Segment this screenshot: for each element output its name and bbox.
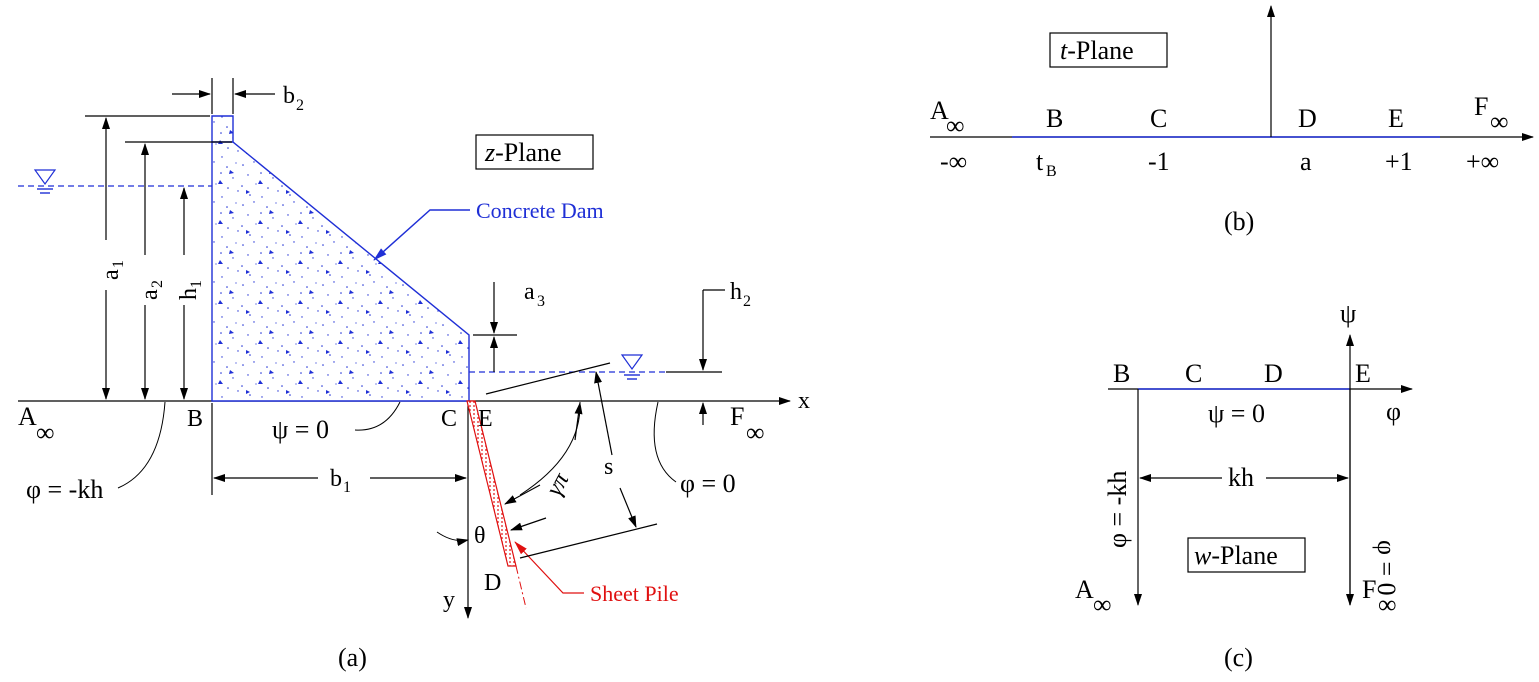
b2-sub: 2	[296, 97, 304, 114]
t-value-tb-sub: B	[1046, 163, 1057, 180]
svg-text:2: 2	[149, 280, 166, 288]
w-point-e: E	[1355, 359, 1371, 388]
phi-axis-label: φ	[1386, 397, 1401, 426]
headwater-marker-icon	[33, 169, 57, 194]
b1-sub: 1	[343, 479, 351, 496]
svg-text:φ = 0: φ = 0	[1372, 540, 1401, 596]
point-b: B	[187, 406, 203, 432]
t-value-pos-one: +1	[1385, 147, 1413, 176]
h2-sub: 2	[743, 293, 751, 310]
z-plane-box	[475, 134, 594, 170]
t-point-c: C	[1150, 104, 1167, 133]
t-value-neg-one: -1	[1148, 147, 1170, 176]
concrete-dam-leader	[373, 209, 470, 261]
t-point-d: D	[1298, 104, 1317, 133]
t-plane-box	[1049, 32, 1168, 68]
a2-label: a 2	[137, 280, 166, 300]
svg-text:a: a	[137, 289, 163, 300]
point-a-inf-sub: ∞	[36, 418, 55, 447]
t-plane-label: t-Plane	[1060, 36, 1134, 65]
tailwater-marker-icon	[620, 354, 644, 380]
sheet-pile-leader	[514, 541, 584, 594]
w-point-b: B	[1113, 359, 1130, 388]
svg-text:h: h	[176, 288, 202, 300]
t-point-f: F	[1474, 92, 1488, 121]
w-phi-right-label: φ = 0	[1372, 540, 1401, 596]
point-f-inf-sub: ∞	[746, 418, 765, 447]
h1-label: h 1	[176, 280, 205, 300]
s-arrow-up	[594, 371, 613, 456]
x-axis-label: x	[798, 388, 810, 414]
z-plane-label: z-Plane	[484, 138, 562, 167]
t-value-a: a	[1300, 147, 1312, 176]
b1-label: b	[330, 466, 342, 492]
w-phi-left-label: φ = -kh	[1103, 471, 1132, 548]
t-point-b: B	[1046, 104, 1063, 133]
point-d: D	[484, 570, 501, 596]
w-point-f: F	[1362, 575, 1376, 604]
caption-a: (a)	[338, 643, 367, 672]
svg-text:1: 1	[188, 280, 205, 288]
phi-right-label: φ = 0	[680, 469, 736, 498]
panel-a: x y a 1 a	[18, 78, 810, 672]
svg-text:1: 1	[110, 260, 127, 268]
t-value-pos-inf: +∞	[1466, 147, 1499, 176]
psi-zero-leader	[354, 401, 401, 431]
w-point-d: D	[1264, 359, 1283, 388]
concrete-dam-label: Concrete Dam	[476, 198, 604, 223]
t-value-tb: t	[1036, 147, 1044, 176]
w-point-f-sub: ∞	[1378, 590, 1397, 619]
theta-arrow-left	[436, 531, 469, 547]
psi-zero-label: ψ = 0	[272, 415, 329, 444]
t-point-a-sub: ∞	[946, 111, 965, 140]
theta-arrow-right	[510, 517, 547, 531]
gamma-pi-arrow-top	[574, 402, 583, 441]
caption-c: (c)	[1224, 643, 1253, 672]
point-e: E	[478, 406, 493, 432]
point-c: C	[441, 406, 457, 432]
concrete-dam	[211, 115, 470, 402]
point-a-inf: A	[18, 402, 37, 431]
h2-label: h	[730, 279, 742, 305]
t-point-f-sub: ∞	[1490, 107, 1509, 136]
a3-label: a	[524, 279, 535, 305]
sheet-pile-centerline	[515, 565, 527, 609]
t-point-e: E	[1388, 104, 1404, 133]
t-value-neg-inf: -∞	[940, 147, 967, 176]
w-point-a: A	[1075, 575, 1094, 604]
w-psi-zero-label: ψ = 0	[1208, 399, 1265, 428]
b2-label: b	[283, 83, 295, 109]
w-plane-box	[1187, 537, 1306, 573]
kh-label: kh	[1228, 463, 1254, 492]
panel-b: t-Plane A ∞ B C D E F ∞ -∞ t B -1 a +1 +…	[930, 5, 1534, 236]
s-ext-top	[485, 362, 611, 395]
svg-text:a: a	[98, 269, 124, 280]
s-arrow-down	[619, 487, 637, 528]
y-axis-label: y	[443, 587, 455, 613]
a1-label: a 1	[98, 260, 127, 280]
w-plane-label: w-Plane	[1194, 541, 1278, 570]
w-point-c: C	[1185, 359, 1202, 388]
phi-left-label: φ = -kh	[26, 475, 103, 504]
theta-label: θ	[474, 523, 486, 549]
sheet-pile-label: Sheet Pile	[590, 581, 679, 606]
a3-sub: 3	[537, 293, 545, 310]
gamma-pi-label: γπ	[541, 468, 574, 500]
caption-b: (b)	[1224, 207, 1254, 236]
panel-c: ψ φ B C D E ψ = 0 φ = -kh φ = 0 kh w-Pla…	[1075, 299, 1413, 672]
t-point-a: A	[930, 96, 949, 125]
w-point-a-sub: ∞	[1093, 590, 1112, 619]
phi-right-leader	[653, 401, 677, 483]
phi-left-leader	[117, 401, 166, 489]
s-label: s	[604, 454, 613, 480]
psi-axis-label: ψ	[1340, 299, 1356, 328]
s-ext-bottom	[519, 523, 658, 559]
point-f-inf: F	[730, 402, 744, 431]
svg-text:φ = -kh: φ = -kh	[1103, 471, 1132, 548]
gamma-pi-arrow-bottom	[504, 484, 541, 505]
